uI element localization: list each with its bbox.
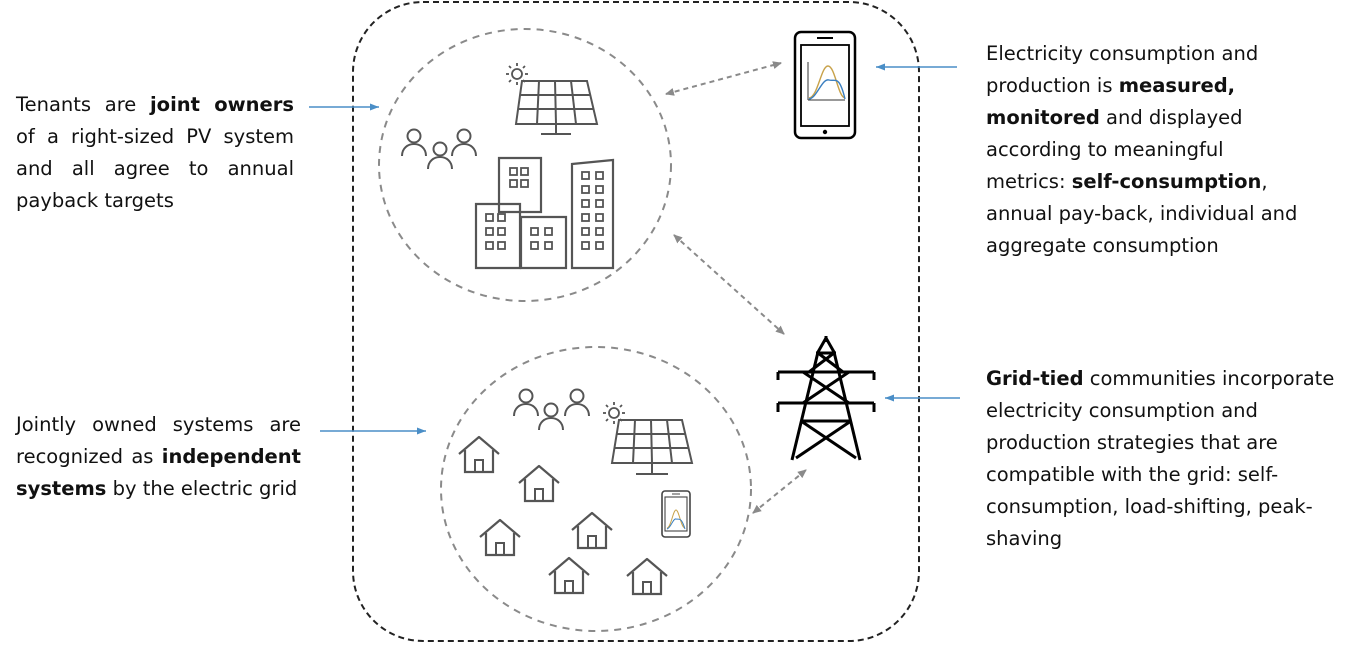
apartment-community-circle <box>378 28 672 302</box>
house-icon <box>457 435 669 596</box>
sun-icon <box>506 63 528 85</box>
text-line: payback targets <box>16 189 174 212</box>
text-line: and all agree to annual <box>16 157 294 180</box>
text-line: shaving <box>986 527 1063 550</box>
text-line: electricity consumption and <box>986 399 1258 422</box>
text-line: production is measured, <box>986 74 1236 97</box>
grid-tied-text: Grid-tied communities incorporate electr… <box>986 363 1356 555</box>
smartphone-chart-icon <box>661 490 691 538</box>
monitoring-text: Electricity consumption and production i… <box>986 38 1346 262</box>
text-line: of a right-sized PV system <box>16 125 294 148</box>
joint-owners-text: Tenants are joint owners of a right-size… <box>16 89 294 217</box>
community-boundary <box>352 1 920 642</box>
text-line: systems by the electric grid <box>16 477 298 500</box>
text-line: Grid-tied communities incorporate <box>986 367 1335 390</box>
smartphone-chart-icon <box>793 30 857 140</box>
solar-panel-icon <box>610 419 694 475</box>
solar-panel-icon <box>514 80 599 135</box>
text-line: aggregate consumption <box>986 234 1219 257</box>
link-arrow-neighborhood-grid <box>752 469 807 514</box>
text-line: consumption, load-shifting, peak- <box>986 495 1313 518</box>
text-line: Jointly owned systems are <box>16 413 301 436</box>
people-icon <box>513 388 590 431</box>
people-icon <box>401 128 477 170</box>
sun-icon <box>603 402 625 424</box>
neighborhood-community-circle <box>440 346 752 632</box>
independent-systems-text: Jointly owned systems are recognized as … <box>16 409 301 505</box>
text-line: production strategies that are <box>986 431 1278 454</box>
text-line: metrics: self-consumption, <box>986 170 1268 193</box>
buildings-icon <box>474 156 615 270</box>
link-arrow-apartments-grid <box>673 234 785 335</box>
link-arrow-apartments-phone <box>665 61 782 96</box>
text-line: compatible with the grid: self- <box>986 463 1279 486</box>
transmission-tower-icon <box>776 336 876 461</box>
text-line: Electricity consumption and <box>986 42 1259 65</box>
text-line: according to meaningful <box>986 138 1224 161</box>
text-line: annual pay-back, individual and <box>986 202 1298 225</box>
text-line: recognized as independent <box>16 445 301 468</box>
text-line: Tenants are joint owners <box>16 93 294 116</box>
text-line: monitored and displayed <box>986 106 1243 129</box>
